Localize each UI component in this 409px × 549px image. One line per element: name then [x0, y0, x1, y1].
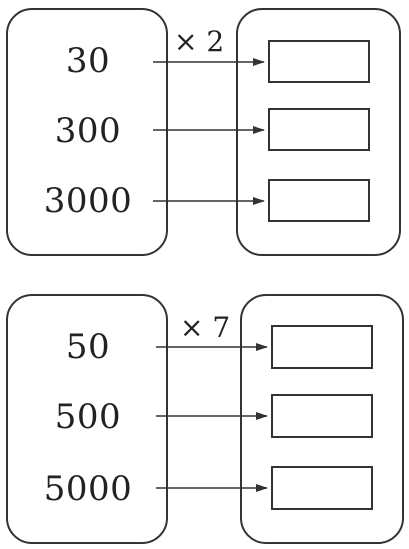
operator-label-group-2: × 7 — [180, 311, 231, 344]
answer-box-2-1[interactable] — [271, 325, 373, 369]
answer-box-1-3[interactable] — [268, 179, 370, 222]
operator-label-group-1: × 2 — [174, 25, 225, 58]
input-number-1-2: 300 — [54, 111, 122, 151]
input-number-2-2: 500 — [54, 397, 122, 437]
input-number-2-3: 5000 — [43, 469, 133, 509]
answer-box-2-3[interactable] — [271, 466, 373, 510]
answer-box-2-2[interactable] — [271, 394, 373, 438]
input-number-1-1: 30 — [65, 41, 111, 81]
input-panel-group-2 — [6, 294, 168, 544]
answer-box-1-2[interactable] — [268, 108, 370, 151]
input-panel-group-1 — [6, 8, 168, 256]
answer-box-1-1[interactable] — [268, 40, 370, 83]
input-number-1-3: 3000 — [43, 181, 133, 221]
input-number-2-1: 50 — [65, 327, 111, 367]
